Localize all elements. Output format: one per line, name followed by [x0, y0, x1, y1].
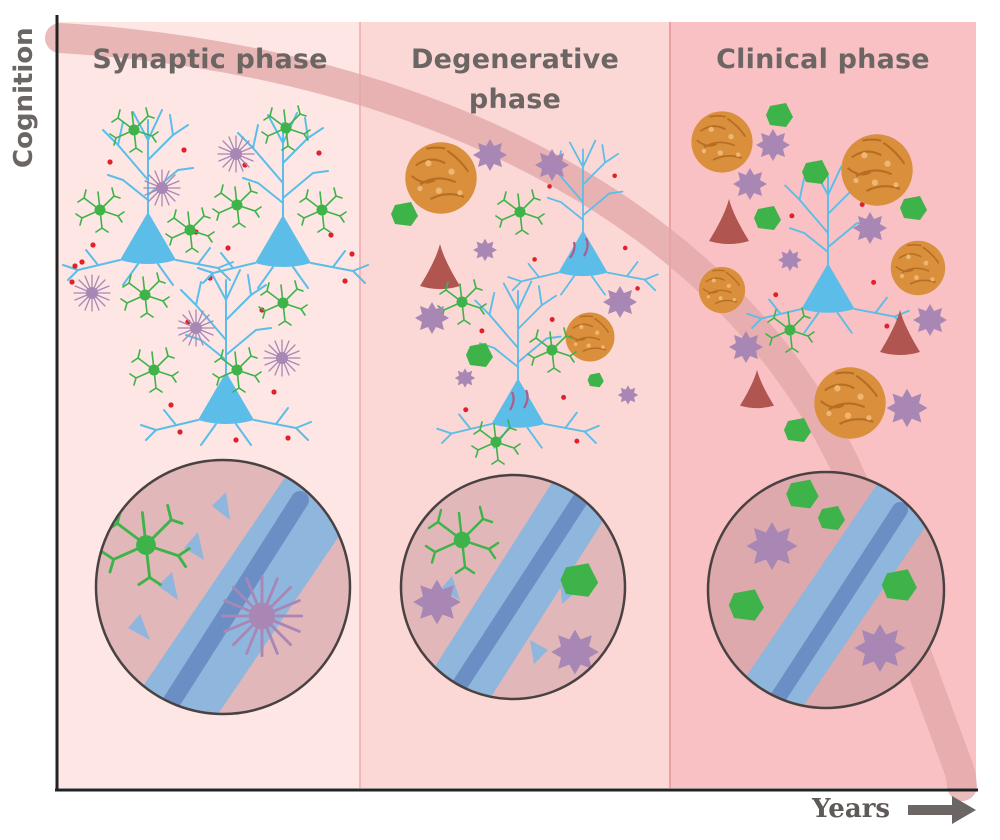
astrocyte-icon: [143, 169, 181, 207]
degenerative-phase-title: Degenerative phase: [411, 44, 619, 115]
clinical-phase-zoom-circle: [706, 470, 946, 710]
amyloid-plaque-icon: [698, 266, 746, 314]
synaptic-phase-cells: [62, 105, 369, 446]
amyloid-plaque-icon: [840, 133, 914, 207]
astrocyte-icon: [217, 135, 255, 173]
amyloid-plaque-icon: [813, 366, 887, 440]
synaptic-phase-title: Synaptic phase: [92, 44, 328, 75]
degenerative-phase-zoom-circle: [399, 473, 627, 701]
astrocyte-icon: [220, 574, 304, 658]
amyloid-plaque-icon: [404, 141, 478, 215]
degenerative-phase-cells: [391, 139, 659, 465]
x-axis-label: Years: [812, 794, 891, 824]
amyloid-plaque-icon: [889, 240, 947, 297]
astrocyte-icon: [177, 309, 215, 347]
astrocyte-icon: [73, 274, 111, 312]
cognition-decline-curve: [45, 23, 977, 801]
arrow-right-icon: [908, 796, 976, 824]
amyloid-plaque-icon: [690, 110, 754, 174]
astrocyte-icon: [263, 339, 301, 377]
y-axis-label: Cognition: [9, 27, 39, 168]
clinical-phase-title: Clinical phase: [716, 44, 930, 75]
synaptic-phase-zoom-circle: [94, 458, 352, 716]
